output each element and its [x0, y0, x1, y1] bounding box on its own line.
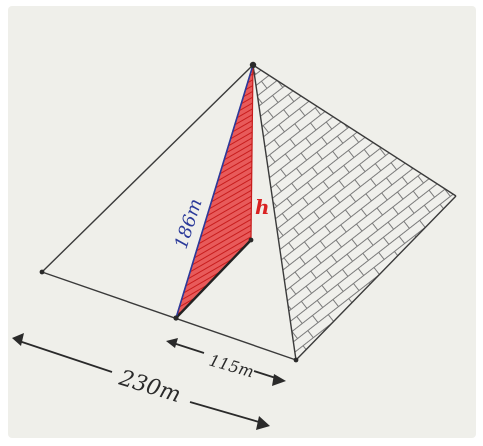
front-edge [252, 64, 297, 361]
slant-height-line [175, 64, 254, 319]
front-right-base-edge [295, 195, 457, 361]
midpoint-dot [173, 315, 179, 321]
apex-dot [249, 61, 257, 69]
height-label: h [255, 195, 270, 219]
center-dot [248, 237, 254, 243]
front-left-base-edge [41, 271, 297, 361]
pyramid-edges [41, 64, 457, 361]
left-vertex-dot [39, 269, 45, 275]
front-vertex-dot [293, 357, 299, 363]
vertices [39, 61, 299, 363]
half-base-inner-line [175, 239, 252, 319]
base-arrow [12, 333, 270, 430]
right-face-bricks [253, 65, 456, 360]
left-edge [41, 64, 254, 273]
half-base-arrow [166, 338, 286, 386]
right-edge [252, 64, 457, 197]
